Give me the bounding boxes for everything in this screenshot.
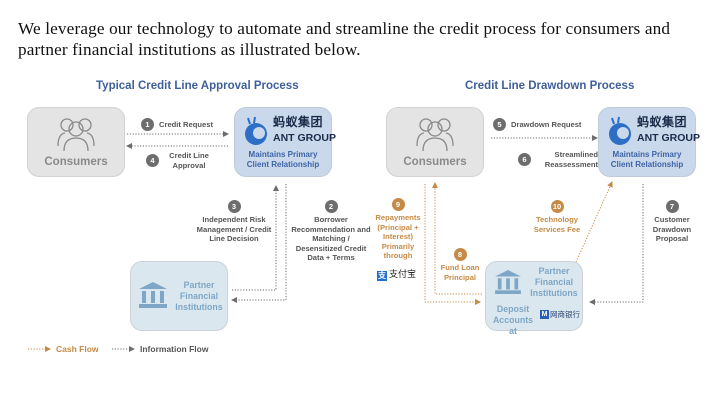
legend-information-flow: Information Flow (140, 344, 208, 354)
step-label: Credit Line Approval (169, 151, 209, 170)
step-number: 4 (146, 154, 159, 167)
ant-group-subtitle: Maintains Primary Client Relationship (246, 150, 320, 169)
step-label: Streamlined Reassessment (544, 150, 598, 169)
arrow-customer-proposal (589, 184, 644, 305)
partner-fi-line: Partner (538, 266, 570, 276)
arrow-fund-loan (432, 182, 482, 295)
step-number: 6 (518, 153, 531, 166)
ant-group-subtitle: Maintains Primary Client Relationship (610, 150, 684, 169)
right-ant-group-box: 蚂蚁集团 ANT GROUP Maintains Primary Client … (598, 107, 700, 177)
consumers-label: Consumers (44, 156, 108, 168)
step-label: Fund Loan Principal (440, 263, 480, 282)
alipay-text: 支付宝 (389, 270, 417, 280)
ant-group-name-cn: 蚂蚁集团 (637, 115, 688, 129)
arrow-risk-decision (232, 185, 279, 291)
legend-info-flow-label: Information Flow (140, 344, 209, 354)
mybank-logo: M 网商银行 (540, 310, 580, 319)
left-consumers-box: Consumers (27, 107, 125, 177)
step-label: Independent Risk Management / Credit Lin… (196, 215, 272, 243)
step-label: Drawdown Request (511, 119, 582, 129)
mybank-icon: M (540, 310, 549, 319)
step-number: 8 (453, 248, 467, 261)
arrow-borrower-recommendation (231, 184, 287, 303)
ant-group-logo-icon (609, 116, 631, 145)
step-4: 4 Credit Line Approval (146, 151, 214, 170)
step-1: 1 Credit Request (141, 118, 213, 131)
consumers-label: Consumers (403, 156, 467, 168)
step-number: 1 (141, 118, 154, 131)
step-10: 10 Technology Services Fee (527, 200, 587, 234)
mybank-text: 网商银行 (550, 310, 580, 319)
ant-group-name-en: ANT GROUP (637, 132, 700, 144)
step-3: 3 Independent Risk Management / Credit L… (196, 200, 272, 244)
arrow-tech-fee (575, 181, 613, 263)
partner-fi-line: Financial (534, 277, 574, 287)
step-number: 3 (227, 200, 241, 213)
legend-cash-flow: Cash Flow (56, 344, 99, 354)
step-5: 5 Drawdown Request (493, 118, 581, 131)
alipay-logo: 支 支付宝 (377, 270, 416, 281)
bank-icon (495, 270, 521, 294)
partner-fi-line: Institutions (530, 288, 578, 298)
step-7: 7 Customer Drawdown Proposal (646, 200, 698, 244)
step-label: Repayments (Principal + Interest) Primar… (375, 213, 421, 260)
step-label: Borrower Recommendation and Matching / D… (291, 215, 371, 262)
alipay-icon: 支 (377, 270, 387, 281)
people-icon (416, 118, 454, 152)
left-ant-group-box: 蚂蚁集团 ANT GROUP Maintains Primary Client … (234, 107, 336, 177)
partner-fi-line: Financial (179, 291, 219, 301)
step-2: 2 Borrower Recommendation and Matching /… (289, 200, 373, 263)
step-9: 9 Repayments (Principal + Interest) Prim… (372, 198, 424, 261)
deposit-accounts-label: Deposit Accounts at (492, 304, 534, 336)
step-label: Technology Services Fee (533, 215, 581, 234)
right-diagram-title: Credit Line Drawdown Process (465, 80, 635, 92)
bank-icon (139, 282, 167, 308)
left-diagram-title: Typical Credit Line Approval Process (96, 80, 299, 92)
step-number: 5 (493, 118, 506, 131)
ant-group-name-cn: 蚂蚁集团 (273, 115, 324, 129)
legend-cash-flow-label: Cash Flow (56, 344, 99, 354)
ant-group-logo-icon (245, 116, 267, 145)
partner-fi-line: Partner (183, 280, 215, 290)
partner-fi-line: Institutions (175, 302, 223, 312)
step-number: 9 (391, 198, 405, 211)
people-icon (57, 118, 95, 152)
step-number: 10 (550, 200, 564, 213)
step-number: 7 (665, 200, 679, 213)
intro-paragraph: We leverage our technology to automate a… (18, 19, 671, 59)
step-label: Credit Request (159, 119, 214, 129)
ant-group-name-en: ANT GROUP (273, 132, 336, 144)
step-label: Customer Drawdown Proposal (652, 215, 692, 243)
step-8: 8 Fund Loan Principal (437, 248, 483, 282)
step-number: 2 (324, 200, 338, 213)
arrow-repayments (424, 184, 481, 305)
step-6: 6 Streamlined Reassessment (518, 150, 598, 169)
right-consumers-box: Consumers (386, 107, 484, 177)
